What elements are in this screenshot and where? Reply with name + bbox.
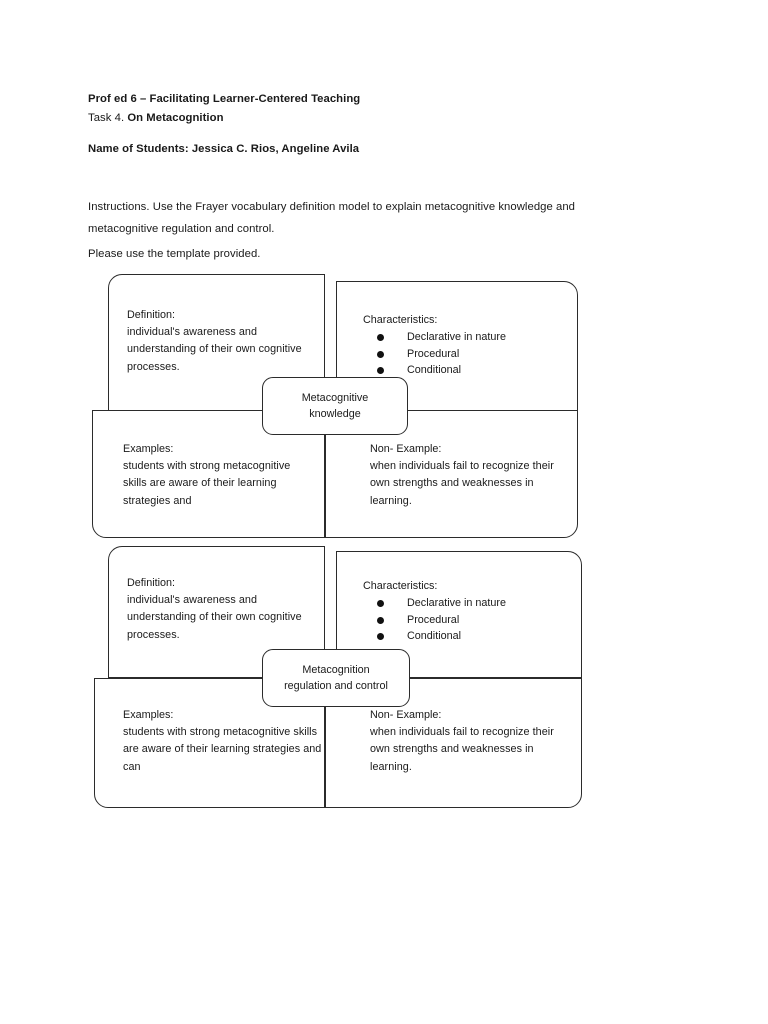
frayer-1-characteristic-1: Procedural	[407, 347, 460, 360]
frayer-2-non-example-text: when individuals fail to recognize their…	[370, 726, 554, 773]
task-prefix: Task 4.	[88, 111, 128, 124]
bullet-icon	[377, 367, 384, 375]
frayer-2-characteristic-1: Procedural	[407, 613, 460, 626]
frayer-1-characteristic-0: Declarative in nature	[407, 331, 507, 344]
frayer-2-examples-heading: Examples:	[123, 709, 174, 721]
frayer-1-characteristics-heading: Characteristics:	[363, 314, 438, 326]
frayer-1-non-example-heading: Non- Example:	[370, 443, 442, 455]
bullet-icon	[377, 350, 384, 358]
students-names: Name of Students: Jessica C. Rios, Angel…	[88, 143, 360, 155]
list-item: Procedural	[363, 612, 571, 629]
frayer-2-characteristics-list: Declarative in nature Procedural Conditi…	[363, 595, 571, 645]
frayer-1-definition-text: individual's awareness and understanding…	[127, 326, 302, 373]
list-item: Declarative in nature	[363, 595, 571, 612]
template-note: Please use the template provided.	[88, 248, 261, 260]
document-header: Prof ed 6 – Facilitating Learner-Centere…	[88, 90, 668, 159]
frayer-1-examples-text: students with strong metacognitive skill…	[123, 460, 291, 507]
task-line: Task 4. On Metacognition	[88, 109, 668, 128]
list-item: Procedural	[363, 346, 568, 363]
list-item: Conditional	[363, 362, 568, 379]
bullet-icon	[377, 600, 384, 608]
frayer-2-characteristic-2: Conditional	[407, 630, 462, 643]
frayer-1-characteristics-list: Declarative in nature Procedural Conditi…	[363, 329, 568, 379]
instructions-paragraph: Instructions. Use the Frayer vocabulary …	[88, 201, 576, 235]
list-item: Declarative in nature	[363, 329, 568, 346]
frayer-1-center-line1: Metacognitive	[301, 391, 369, 404]
frayer-2-examples-text: students with strong metacognitive skill…	[123, 726, 322, 773]
frayer-2-definition-text: individual's awareness and understanding…	[127, 594, 302, 641]
bullet-icon	[377, 616, 384, 624]
frayer-2-center-line1: Metacognition	[302, 663, 370, 676]
course-title: Prof ed 6 – Facilitating Learner-Centere…	[88, 93, 361, 105]
list-item: Conditional	[363, 628, 571, 645]
task-title: On Metacognition	[127, 111, 224, 124]
frayer-2-non-example-heading: Non- Example:	[370, 709, 442, 721]
frayer-2-definition-heading: Definition:	[127, 577, 176, 589]
frayer-1-characteristic-2: Conditional	[407, 364, 462, 377]
frayer-2-characteristics-heading: Characteristics:	[363, 580, 438, 592]
frayer-1-center-concept: Metacognitive knowledge	[262, 377, 408, 435]
frayer-1-center-line2: knowledge	[309, 408, 361, 420]
frayer-2-characteristic-0: Declarative in nature	[407, 597, 507, 610]
frayer-1-examples-heading: Examples:	[123, 443, 174, 455]
frayer-1-definition-heading: Definition:	[127, 309, 176, 321]
frayer-1-definition-quadrant: Definition: individual's awareness and u…	[108, 274, 325, 411]
frayer-1-non-example-text: when individuals fail to recognize their…	[370, 460, 554, 507]
bullet-icon	[377, 334, 384, 342]
frayer-2-center-concept: Metacognition regulation and control	[262, 649, 410, 707]
bullet-icon	[377, 633, 384, 641]
frayer-1-non-example-quadrant: Non- Example: when individuals fail to r…	[325, 410, 578, 538]
frayer-2-center-line2: regulation and control	[284, 680, 388, 692]
